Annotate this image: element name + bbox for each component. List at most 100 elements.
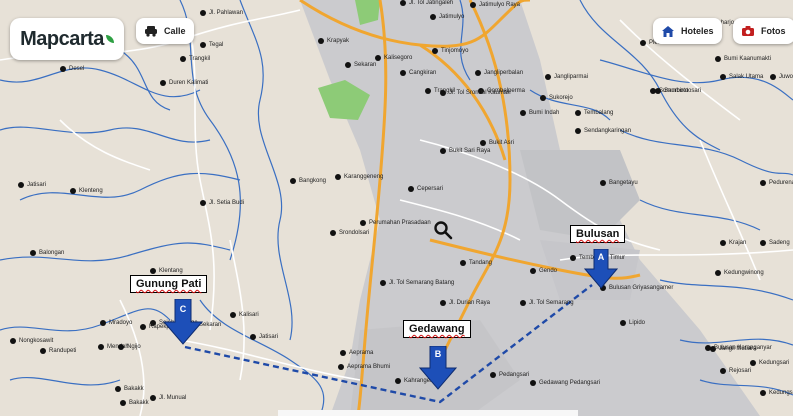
place-label[interactable]: Sadeng — [760, 240, 790, 247]
place-label[interactable]: Trangkil — [180, 56, 210, 63]
mapcarta-logo[interactable]: Mapcarta — [10, 18, 124, 60]
place-label[interactable]: Jangliperbalan — [475, 70, 523, 77]
place-label[interactable]: Pedangsari — [490, 372, 529, 379]
place-label[interactable]: Cangkiran — [400, 70, 436, 77]
place-label[interactable]: Rapekpel — [140, 324, 174, 331]
place-label[interactable]: Kahrangele — [395, 378, 435, 385]
place-label[interactable]: Tembalang — [575, 110, 613, 117]
place-label[interactable]: Jl. Tol Semarang Batang — [380, 280, 454, 287]
place-label[interactable]: Bukit Asri — [480, 140, 514, 147]
photos-label: Fotos — [761, 26, 786, 36]
place-label[interactable]: Klenteng — [70, 188, 103, 195]
place-name: Aeprama Bhumi — [347, 364, 391, 370]
place-label[interactable]: Bakakk — [115, 386, 144, 393]
place-label[interactable]: Bulusan Griyasangamer — [600, 285, 673, 292]
photos-button[interactable]: Fotos — [733, 18, 793, 44]
place-name: Sekaran — [354, 62, 377, 68]
place-label[interactable]: Klentang — [150, 268, 183, 275]
place-label[interactable]: Sukorejo — [540, 95, 573, 102]
place-label[interactable]: Salak Utama — [720, 74, 763, 81]
place-label[interactable]: Bukit Sari Raya — [440, 148, 490, 155]
place-dot-icon — [98, 344, 104, 350]
hotels-button[interactable]: Hoteles — [653, 18, 722, 44]
place-label[interactable]: Lipido — [620, 320, 645, 327]
place-label[interactable]: Sambirotosari — [655, 88, 701, 95]
place-name: Perumahan Prasadaan — [369, 220, 431, 226]
place-label[interactable]: Srondolsari — [330, 230, 369, 237]
place-label[interactable]: Mradoyo — [100, 320, 132, 327]
place-label[interactable]: Jl. Munual — [150, 395, 186, 402]
place-name: Kedungsari — [759, 360, 790, 366]
place-label[interactable]: Jl. Tol Jatingaleh — [400, 0, 453, 7]
place-name: Klentang — [159, 268, 183, 274]
place-label[interactable]: Jl. Pahlawan — [200, 10, 243, 17]
place-label[interactable]: Pedurenan — [760, 180, 793, 187]
place-label[interactable]: Jl. Tol Semarang — [520, 300, 574, 307]
place-label[interactable]: Sumurboto — [650, 88, 688, 95]
place-label[interactable]: Bumi Indah — [520, 110, 559, 117]
place-name: Jatimulyo — [439, 14, 465, 20]
place-label[interactable]: Duren Kalimati — [160, 80, 208, 87]
place-label[interactable]: Jangli Mutiara — [710, 346, 756, 353]
place-label[interactable]: Jangliparmai — [545, 74, 588, 81]
place-label[interactable]: Jatimulyo Raya — [470, 2, 520, 9]
place-label[interactable]: Jatisari — [250, 334, 278, 341]
place-label[interactable]: Bangetayu — [600, 180, 638, 187]
place-name: Gombelperma — [487, 88, 526, 94]
place-label[interactable]: Karanggeneng — [335, 174, 383, 181]
place-name: Mendah — [107, 344, 129, 350]
place-label[interactable]: Rejosari — [720, 368, 751, 375]
place-label[interactable]: Balongan — [30, 250, 64, 257]
place-label[interactable]: Jatimulyo — [430, 14, 464, 21]
search-icon[interactable] — [433, 220, 453, 245]
place-label[interactable]: Kedungsari — [760, 390, 793, 397]
place-label[interactable]: Jatisari — [18, 182, 46, 189]
place-label[interactable]: Kedungsari — [750, 360, 789, 367]
place-label[interactable]: Bumi Kaanumakti — [715, 56, 771, 63]
place-dot-icon — [520, 300, 526, 306]
place-name: Jatisari — [259, 334, 279, 340]
bottom-info-card[interactable] — [278, 410, 578, 416]
place-label[interactable]: Juwono — [770, 74, 793, 81]
place-label[interactable]: Jl. Durian Raya — [440, 300, 490, 307]
place-label[interactable]: Tinjomoyo — [432, 48, 468, 55]
place-label[interactable]: Jl. Tol Srondol Kauman — [440, 90, 511, 97]
street-view-button[interactable]: Calle — [136, 18, 194, 44]
place-label[interactable]: Perumahan Prasadaan — [360, 220, 431, 227]
place-label[interactable]: Tandang — [460, 260, 492, 267]
place-label[interactable]: Krajan — [720, 240, 746, 247]
place-label[interactable]: Kalisegoro — [375, 55, 412, 62]
place-name: Jangli Mutiara — [719, 346, 757, 352]
place-label[interactable]: Jl. Setia Budi — [200, 200, 244, 207]
place-label[interactable]: Randupeti — [40, 348, 76, 355]
place-label[interactable]: Sendangkaringan — [575, 128, 631, 135]
place-label[interactable]: Desel — [60, 66, 84, 73]
place-label[interactable]: Gedawang Pedangsari — [530, 380, 600, 387]
place-label[interactable]: Kalisari — [230, 312, 259, 319]
place-dot-icon — [345, 62, 351, 68]
place-label[interactable]: Bulusan Karanganyar — [705, 345, 772, 352]
place-label[interactable]: Krapyak — [318, 38, 349, 45]
place-dot-icon — [60, 66, 66, 72]
place-dot-icon — [710, 346, 716, 352]
place-label[interactable]: Aeprama Bhumi — [338, 364, 390, 371]
logo-text: Mapcarta — [20, 27, 104, 50]
place-label[interactable]: Bakakk — [120, 400, 149, 407]
place-label[interactable]: Gombelperma — [478, 88, 525, 95]
place-label[interactable]: Tegal — [200, 42, 223, 49]
place-label[interactable]: Gendo — [530, 268, 557, 275]
place-label[interactable]: Bangkong — [290, 178, 326, 185]
place-label[interactable]: Nongkosawit — [10, 338, 53, 345]
place-dot-icon — [760, 180, 766, 186]
place-label[interactable]: Aeprama — [340, 350, 373, 357]
place-label[interactable]: Kedungwinong — [715, 270, 764, 277]
place-label[interactable]: Cepersari — [408, 186, 443, 193]
place-label[interactable]: Mendah — [98, 344, 129, 351]
place-dot-icon — [715, 56, 721, 62]
place-dot-icon — [375, 55, 381, 61]
place-dot-icon — [440, 148, 446, 154]
place-label[interactable]: Sekaran — [345, 62, 376, 69]
place-label[interactable]: Ngijo — [118, 344, 141, 351]
